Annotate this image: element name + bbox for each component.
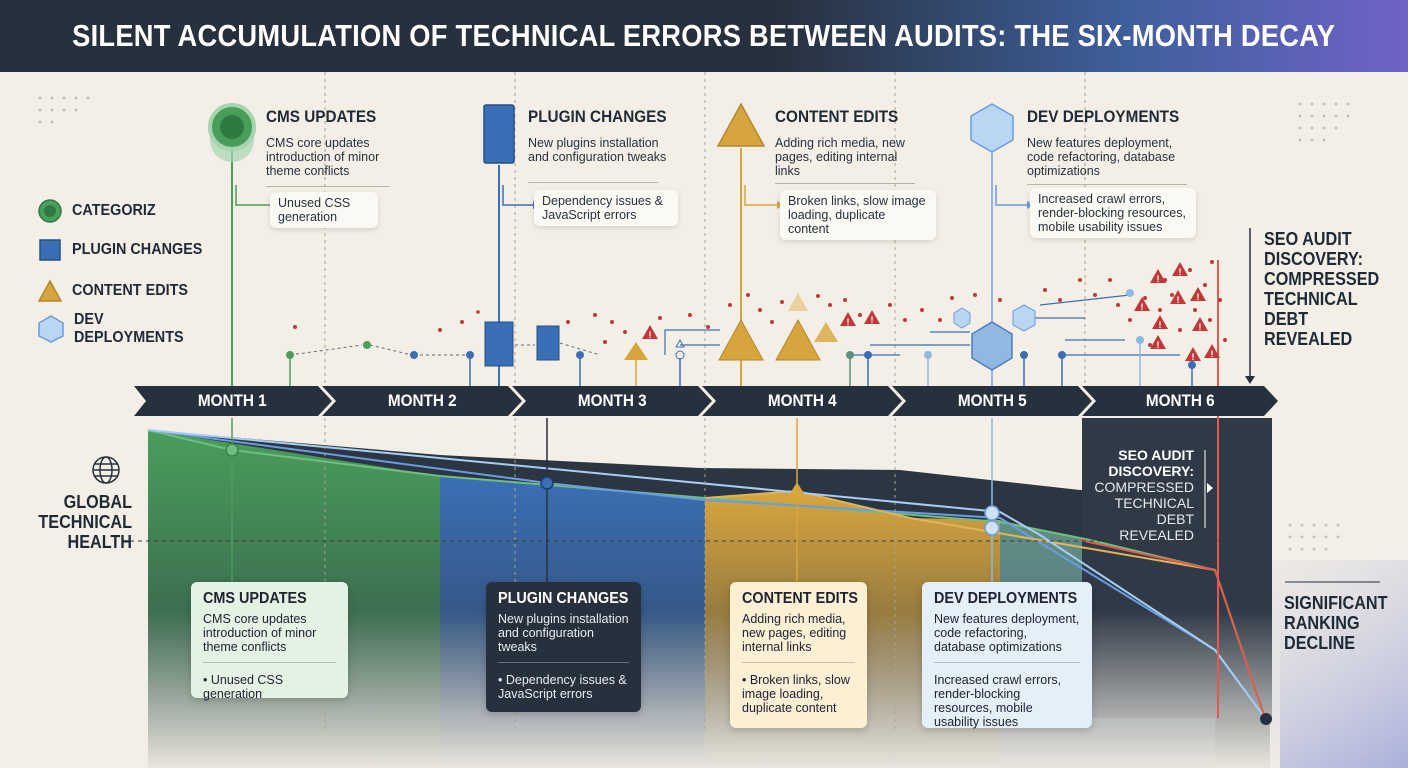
triangle-icon bbox=[38, 279, 62, 302]
top-callout-content-desc: Adding rich media, new pages, editing in… bbox=[775, 136, 905, 178]
content-top-icon bbox=[716, 102, 766, 147]
divider bbox=[775, 183, 915, 184]
svg-text:!: ! bbox=[1199, 322, 1202, 332]
legend-label: PLUGIN CHANGES bbox=[72, 241, 203, 258]
page-title: SILENT ACCUMULATION OF TECHNICAL ERRORS … bbox=[72, 18, 1336, 53]
month-label-1: MONTH 1 bbox=[197, 391, 267, 410]
month-chevron-2 bbox=[322, 386, 522, 416]
bottom-card-plugin: PLUGIN CHANGES New plugins installation … bbox=[486, 582, 641, 712]
month-label-3: MONTH 3 bbox=[577, 391, 647, 410]
divider bbox=[934, 662, 1080, 663]
top-callout-cms-effect: Unused CSS generation bbox=[270, 192, 378, 228]
top-callout-dev-desc: New features deployment, code refactorin… bbox=[1027, 136, 1176, 178]
month-label-6: MONTH 6 bbox=[1145, 391, 1215, 410]
audit-inner-body: COMPRESSED TECHNICAL DEBT REVEALED bbox=[1094, 479, 1194, 543]
legend-item-plugin: PLUGIN CHANGES bbox=[38, 238, 217, 262]
legend-label: DEV DEPLOYMENTS bbox=[74, 311, 184, 346]
month-chevron-6 bbox=[1082, 386, 1278, 416]
bottom-card-effect: • Unused CSS generation bbox=[203, 673, 284, 701]
month-chevron-1 bbox=[134, 386, 332, 416]
globe-icon bbox=[92, 456, 120, 484]
svg-text:!: ! bbox=[1197, 292, 1200, 302]
svg-text:!: ! bbox=[1157, 274, 1160, 284]
bottom-card-desc: CMS core updates introduction of minor t… bbox=[203, 612, 317, 654]
legend-label: CATEGORIZ bbox=[72, 202, 156, 219]
svg-text:!: ! bbox=[1179, 267, 1182, 277]
timeline-event-markers bbox=[286, 289, 1196, 386]
health-line-content bbox=[704, 489, 1216, 571]
svg-text:!: ! bbox=[1211, 349, 1214, 359]
dev-top-icon bbox=[970, 103, 1014, 153]
bottom-card-desc: New plugins installation and configurati… bbox=[498, 612, 629, 654]
warning-icons: ! ! ! ! ! ! ! ! ! ! ! ! ! bbox=[642, 262, 1220, 362]
month-chevron-3 bbox=[512, 386, 712, 416]
divider bbox=[266, 186, 390, 187]
top-callout-content-heading: CONTENT EDITS bbox=[775, 107, 899, 126]
month-label-5: MONTH 5 bbox=[957, 391, 1027, 410]
top-callout-cms-heading: CMS UPDATES bbox=[266, 107, 377, 126]
legend-label: CONTENT EDITS bbox=[72, 282, 189, 299]
health-line-dev bbox=[147, 429, 1266, 719]
top-callout-dev-heading: DEV DEPLOYMENTS bbox=[1027, 107, 1180, 126]
svg-text:!: ! bbox=[847, 317, 850, 327]
svg-text:!: ! bbox=[871, 315, 874, 325]
top-callout-dev-effect: Increased crawl errors, render-blocking … bbox=[1030, 188, 1196, 238]
bottom-card-heading: PLUGIN CHANGES bbox=[498, 590, 629, 607]
top-callout-plugin-heading: PLUGIN CHANGES bbox=[528, 107, 667, 126]
global-health-label: GLOBAL TECHNICAL HEALTH bbox=[38, 492, 132, 552]
health-line-decline bbox=[1079, 539, 1266, 719]
bottom-card-dev: DEV DEPLOYMENTS New features deployment,… bbox=[922, 582, 1092, 729]
divider bbox=[498, 662, 629, 663]
legend-item-dev: DEV DEPLOYMENTS bbox=[38, 311, 184, 347]
bottom-card-cms: CMS UPDATES CMS core updates introductio… bbox=[191, 582, 348, 701]
divider bbox=[528, 182, 658, 183]
divider bbox=[1027, 184, 1187, 185]
bottom-card-heading: CMS UPDATES bbox=[203, 590, 307, 607]
decline-endpoint bbox=[1260, 713, 1272, 725]
month-label-2: MONTH 2 bbox=[387, 391, 457, 410]
bottom-card-desc: Adding rich media, new pages, editing in… bbox=[742, 612, 847, 654]
bottom-card-desc: New features deployment, code refactorin… bbox=[934, 612, 1080, 654]
svg-text:!: ! bbox=[649, 330, 652, 340]
dot-grid-decoration bbox=[38, 96, 1350, 551]
bottom-card-heading: DEV DEPLOYMENTS bbox=[934, 590, 1078, 607]
error-scatter bbox=[293, 260, 1227, 347]
month-label-4: MONTH 4 bbox=[767, 391, 837, 410]
audit-discovery-label: SEO AUDIT DISCOVERY: COMPRESSED TECHNICA… bbox=[1264, 229, 1380, 349]
top-callout-cms-desc: CMS core updates introduction of minor t… bbox=[266, 136, 380, 178]
legend-item-content: CONTENT EDITS bbox=[38, 279, 201, 303]
month-chevron-4 bbox=[702, 386, 902, 416]
svg-text:!: ! bbox=[1157, 340, 1160, 350]
svg-text:!: ! bbox=[1159, 320, 1162, 330]
svg-text:!: ! bbox=[1192, 352, 1195, 362]
top-callout-plugin-desc: New plugins installation and configurati… bbox=[528, 136, 667, 164]
circle-icon bbox=[38, 199, 62, 223]
bottom-card-effect: • Dependency issues & JavaScript errors bbox=[498, 673, 627, 701]
ranking-decline-label: SIGNIFICANT RANKING DECLINE bbox=[1284, 593, 1388, 653]
hexagon-icon bbox=[38, 315, 64, 343]
divider bbox=[742, 662, 855, 663]
month-timeline bbox=[134, 386, 1278, 416]
bottom-card-content: CONTENT EDITS Adding rich media, new pag… bbox=[730, 582, 867, 728]
month-chevron-5 bbox=[892, 386, 1092, 416]
square-icon bbox=[39, 239, 61, 261]
cms-top-icon bbox=[208, 103, 256, 162]
top-callout-content-effect: Broken links, slow image loading, duplic… bbox=[780, 190, 936, 240]
title-bar: SILENT ACCUMULATION OF TECHNICAL ERRORS … bbox=[0, 0, 1408, 72]
legend-item-cms: CATEGORIZ bbox=[38, 199, 165, 223]
plugin-top-icon bbox=[483, 104, 515, 164]
bottom-card-effect: • Broken links, slow image loading, dupl… bbox=[742, 673, 850, 715]
top-callout-plugin-effect: Dependency issues & JavaScript errors bbox=[534, 190, 678, 226]
svg-text:!: ! bbox=[1141, 302, 1144, 312]
audit-inner-text: SEO AUDIT DISCOVERY: COMPRESSED TECHNICA… bbox=[1082, 447, 1194, 543]
divider bbox=[203, 662, 336, 663]
bottom-card-effect: Increased crawl errors, render-blocking … bbox=[934, 673, 1062, 729]
bottom-card-heading: CONTENT EDITS bbox=[742, 590, 859, 607]
audit-inner-heading: SEO AUDIT DISCOVERY: bbox=[1108, 447, 1194, 479]
svg-text:!: ! bbox=[1177, 295, 1180, 305]
